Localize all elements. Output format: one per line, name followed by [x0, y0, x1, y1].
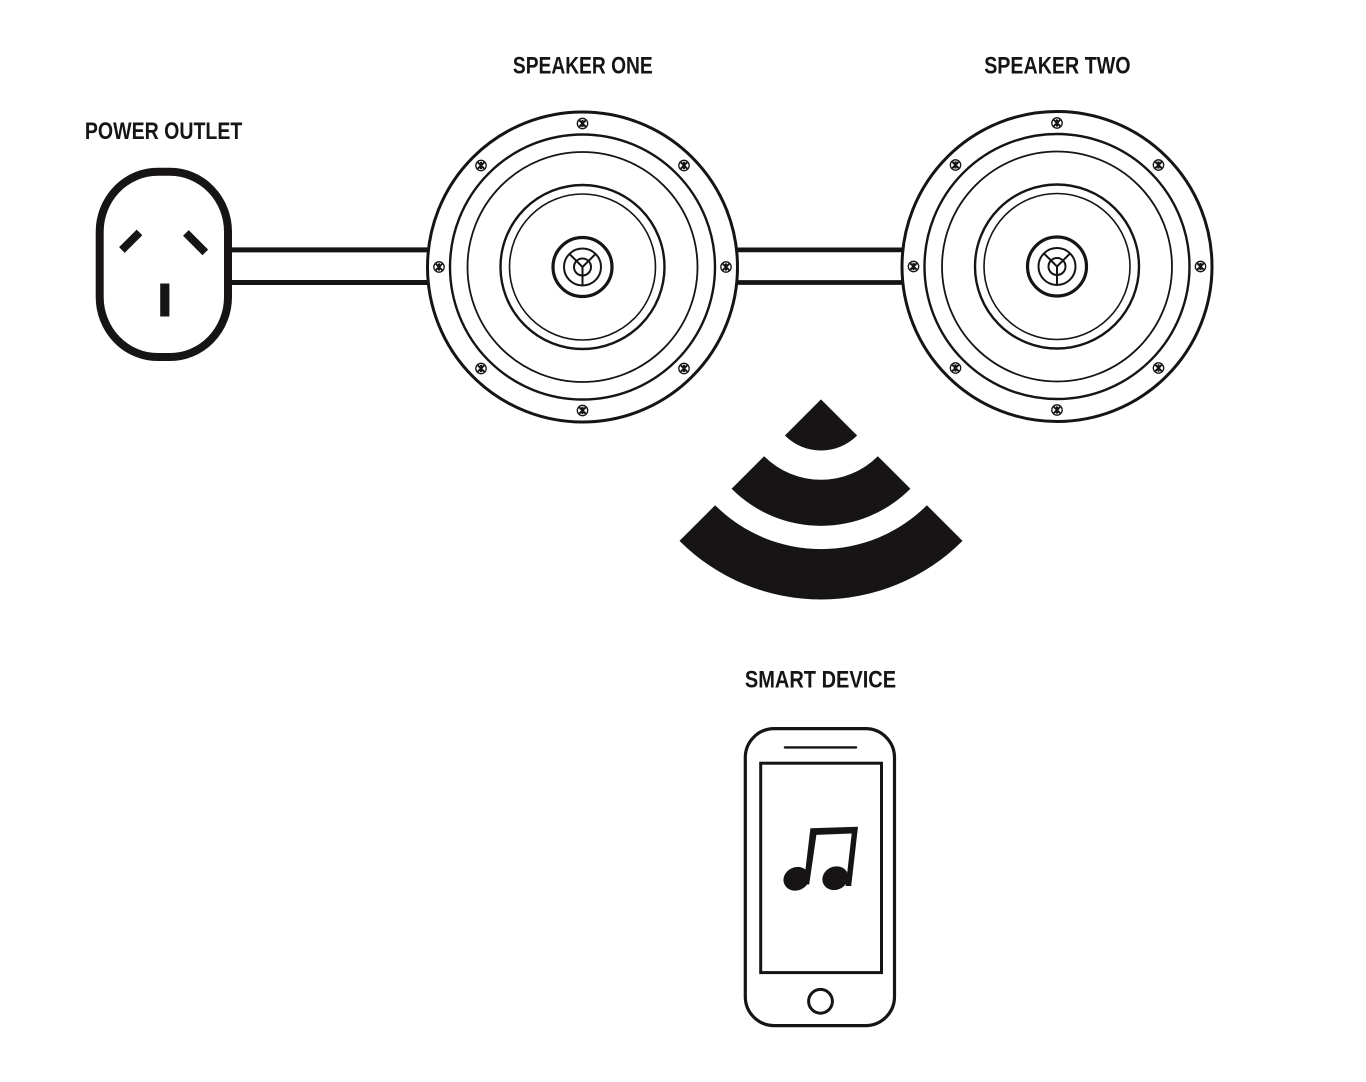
svg-text:SMART DEVICE: SMART DEVICE: [745, 667, 896, 694]
svg-text:SPEAKER TWO: SPEAKER TWO: [984, 53, 1130, 80]
svg-text:SPEAKER ONE: SPEAKER ONE: [513, 52, 653, 79]
svg-text:POWER OUTLET: POWER OUTLET: [85, 118, 243, 145]
